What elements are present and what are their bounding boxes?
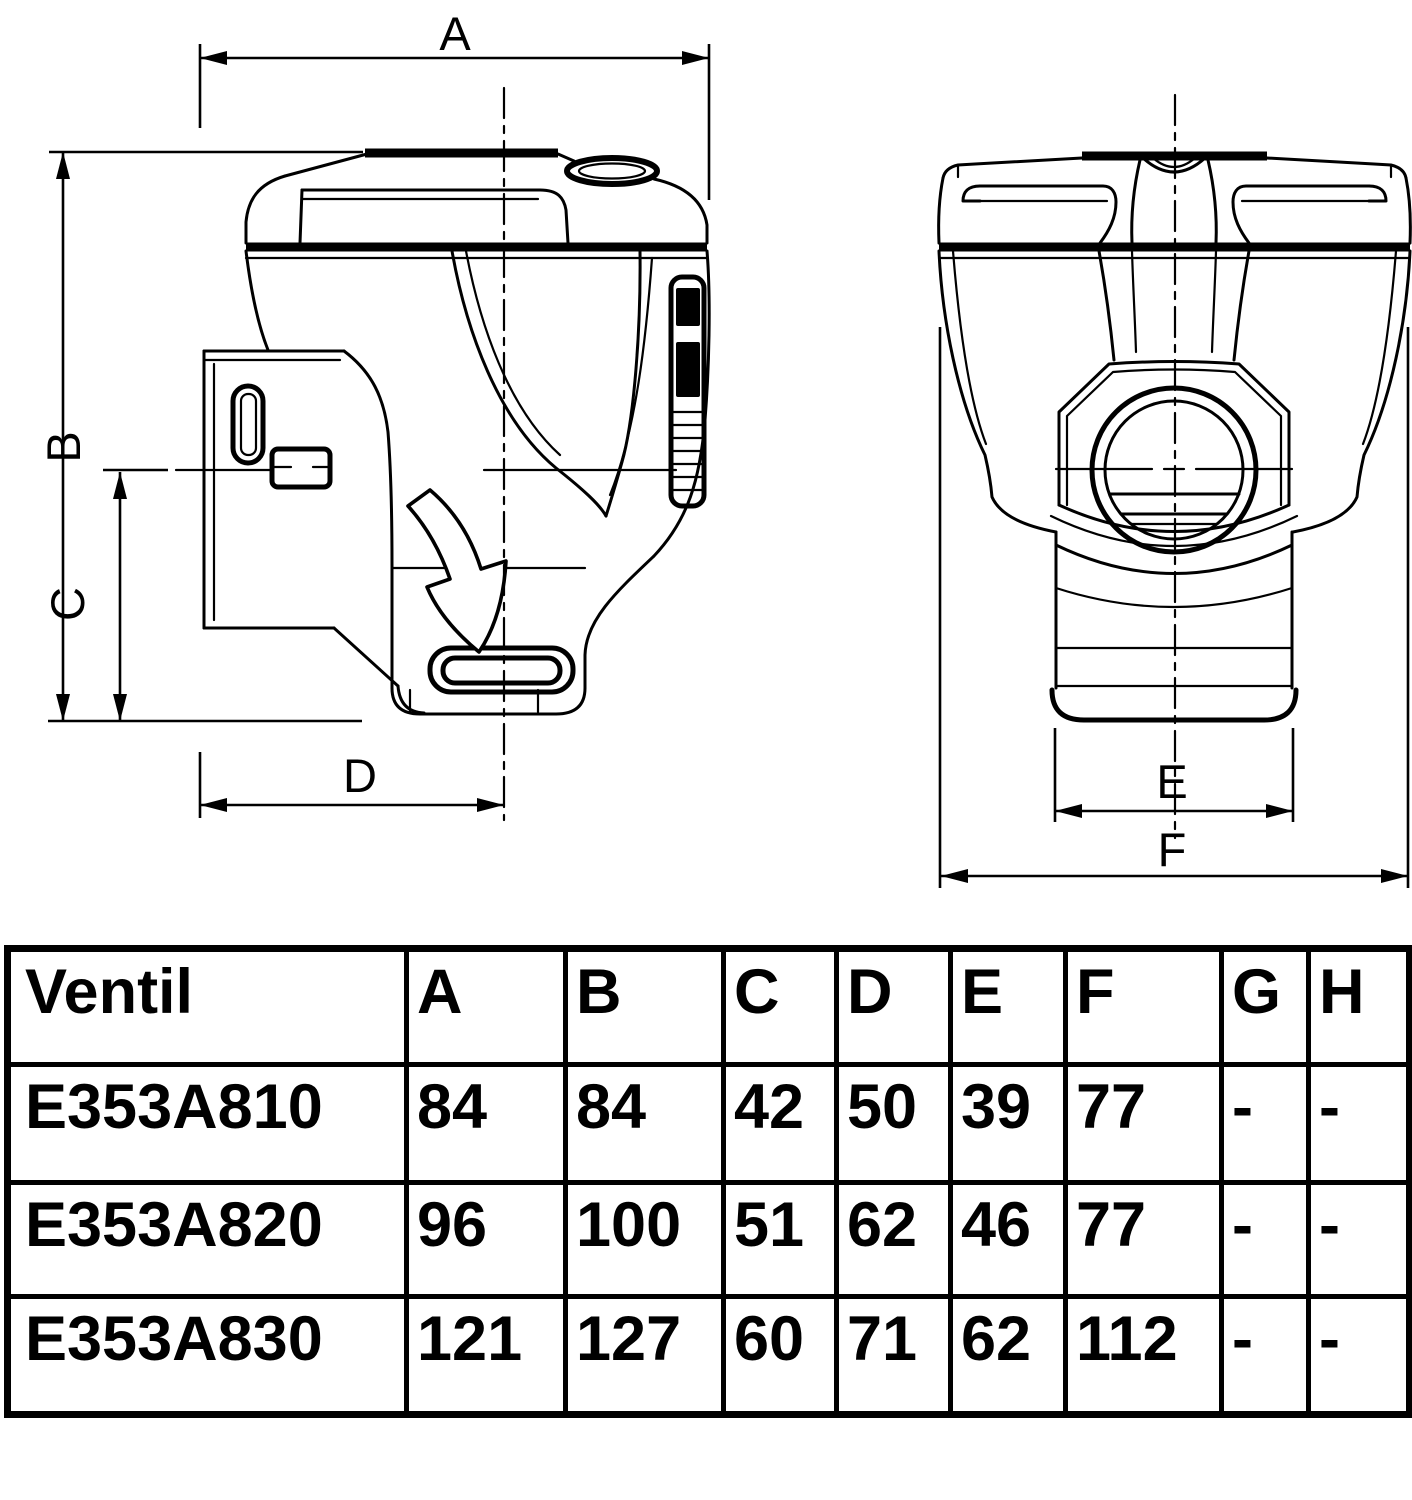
label-strip-logo [676,288,700,326]
flange-slot [230,383,266,466]
table-cell: - [1306,1180,1412,1299]
table-cell: 62 [834,1180,953,1299]
table-cell: 50 [834,1062,953,1185]
table-cell: 60 [721,1294,839,1417]
arrowhead [56,152,70,179]
table-cell: 71 [834,1294,953,1417]
table-cell: 100 [563,1180,726,1299]
table-cell: 62 [948,1294,1068,1417]
dimensions-table: Ventil A B C D E F G H E353A810 84 84 42… [4,945,1412,1418]
table-row: E353A810 84 84 42 50 39 77 - - [5,1062,1412,1185]
dimension-b: B [37,150,363,723]
arrowhead [200,798,227,812]
arrowhead [941,869,968,883]
col-header-e: E [948,946,1068,1067]
label-strip-scale [671,410,704,492]
table-cell: - [1306,1294,1412,1417]
col-header-a: A [404,946,568,1067]
table-cell: 46 [948,1180,1068,1299]
col-header-ventil: Ventil [5,946,409,1067]
front-view: E F [937,93,1412,888]
side-view: A B C [37,7,711,822]
table-cell: - [1219,1180,1311,1299]
table-cell: 112 [1063,1294,1224,1417]
dimension-f: F [938,327,1410,888]
arrowhead [56,694,70,721]
col-header-g: G [1219,946,1311,1067]
table-cell: 96 [404,1180,568,1299]
side-view-outlet [390,563,587,716]
dimension-e: E [1053,728,1295,822]
table-cell: 77 [1063,1180,1224,1299]
table-cell: - [1219,1294,1311,1417]
col-header-c: C [721,946,839,1067]
valve-model: E353A810 [5,1062,409,1185]
arrowhead [477,798,504,812]
table-cell: 42 [721,1062,839,1185]
dim-label-f: F [1158,823,1187,876]
dimension-a: A [198,7,711,200]
arrowhead [113,694,127,721]
table-cell: - [1306,1062,1412,1185]
table-cell: - [1219,1062,1311,1185]
dim-label-c: C [41,587,94,621]
dim-label-b: B [37,431,90,462]
table-cell: 51 [721,1180,839,1299]
side-view-flange [202,349,400,688]
arrowhead [1381,869,1408,883]
col-header-b: B [563,946,726,1067]
technical-drawing: A B C [37,7,1412,888]
table-cell: 84 [563,1062,726,1185]
table-cell: 127 [563,1294,726,1417]
flow-arrow-icon [406,488,508,654]
col-header-d: D [834,946,953,1067]
label-strip [668,274,707,509]
cap-knob [564,155,660,187]
table-header-row: Ventil A B C D E F G H [5,946,1412,1067]
label-strip-text [676,342,700,397]
arrowhead [682,51,709,65]
dimension-c: C [41,468,168,721]
arrowhead [1266,804,1293,818]
dim-label-e: E [1156,755,1187,808]
front-view-body [937,249,1412,534]
dimensions-table-wrap: Ventil A B C D E F G H E353A810 84 84 42… [4,945,1412,1418]
arrowhead [1055,804,1082,818]
dimension-d: D [198,749,504,818]
table-row: E353A830 121 127 60 71 62 112 - - [5,1294,1412,1417]
outlet-slot [427,645,576,695]
dim-label-a: A [439,7,471,60]
arrowhead [200,51,227,65]
side-view-actuator [244,148,709,260]
arrowhead [113,472,127,499]
table-cell: 77 [1063,1062,1224,1185]
col-header-f: F [1063,946,1224,1067]
table-cell: 121 [404,1294,568,1417]
col-header-h: H [1306,946,1412,1067]
table-cell: 39 [948,1062,1068,1185]
side-view-body [244,249,711,690]
table-row: E353A820 96 100 51 62 46 77 - - [5,1180,1412,1299]
valve-model: E353A830 [5,1294,409,1417]
table-cell: 84 [404,1062,568,1185]
valve-model: E353A820 [5,1180,409,1299]
dim-label-d: D [343,749,377,802]
